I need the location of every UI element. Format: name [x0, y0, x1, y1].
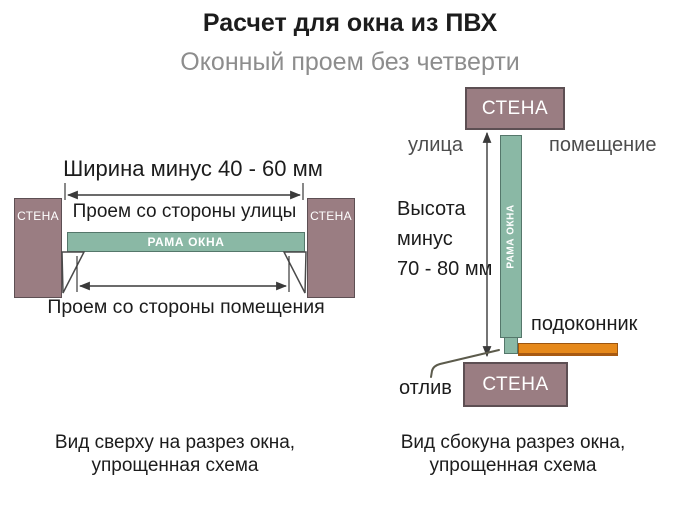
wall-top-block: СТЕНА: [465, 87, 565, 130]
height-formula-line2: минус: [397, 228, 453, 250]
page-title: Расчет для окна из ПВХ: [202, 9, 498, 37]
right-caption-line1: Вид сбокуна разрез окна,: [400, 432, 626, 453]
windowsill-bar: [518, 343, 618, 356]
height-formula-line3: 70 - 80 мм: [397, 258, 493, 280]
wall-left-label: СТЕНА: [17, 209, 59, 223]
room-opening-label: Проем со стороны помещения: [47, 296, 325, 318]
left-caption: Вид сверху на разрез окна, упрощенная сх…: [35, 431, 315, 477]
wall-bottom-block: СТЕНА: [463, 362, 568, 407]
left-caption-line2: упрощенная схема: [91, 455, 259, 476]
right-caption-line2: упрощенная схема: [429, 455, 597, 476]
street-opening-label: Проем со стороны улицы: [72, 201, 297, 222]
wall-left-block: СТЕНА: [14, 198, 62, 298]
wall-right-block: СТЕНА: [307, 198, 355, 298]
windowsill-label: подоконник: [531, 313, 638, 335]
jamb-bevel-left: [61, 251, 86, 294]
window-frame-label: РАМА ОКНА: [147, 235, 225, 249]
drip-edge-label: отлив: [399, 377, 452, 399]
width-formula-heading: Ширина минус 40 - 60 мм: [63, 156, 323, 181]
room-side-label: помещение: [549, 134, 657, 156]
window-frame-top-view: РАМА ОКНА: [67, 232, 305, 252]
page-subtitle: Оконный проем без четверти: [180, 48, 520, 76]
window-frame-foot: [504, 337, 518, 354]
height-formula-heading: Высота минус 70 - 80 мм: [397, 194, 492, 284]
wall-top-label: СТЕНА: [481, 97, 549, 119]
street-side-label: улица: [408, 134, 463, 156]
window-frame-vertical-label: РАМА ОКНА: [505, 204, 517, 269]
window-frame-side-view: РАМА ОКНА: [500, 135, 522, 338]
left-caption-line1: Вид сверху на разрез окна,: [54, 432, 296, 453]
height-formula-line1: Высота: [397, 198, 466, 220]
right-caption: Вид сбокуна разрез окна, упрощенная схем…: [385, 431, 641, 477]
wall-bottom-label: СТЕНА: [482, 373, 549, 395]
jamb-bevel-right: [282, 251, 307, 294]
wall-right-label: СТЕНА: [310, 209, 352, 223]
